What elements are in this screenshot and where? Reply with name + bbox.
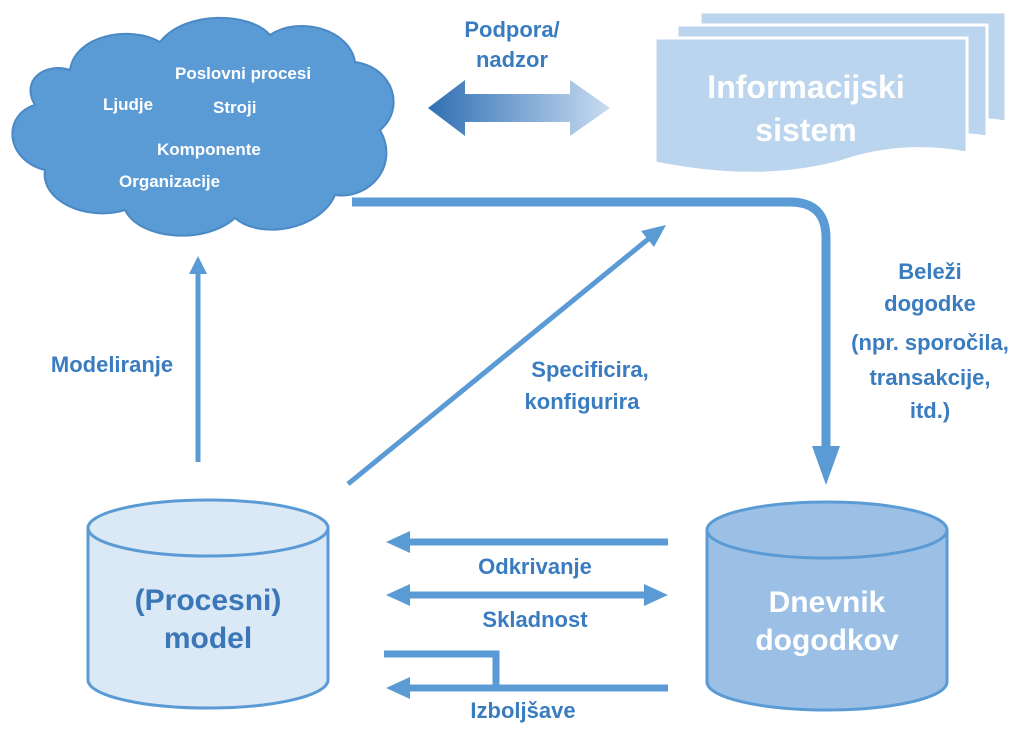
- conformance-flow: Skladnost: [386, 584, 668, 632]
- records-label-line2: dogodke: [884, 291, 976, 316]
- support-control-connector: Podpora/ nadzor: [428, 17, 610, 136]
- records-arrow-line: [352, 197, 831, 452]
- event-log-cylinder: Dnevnik dogodkov: [705, 500, 949, 712]
- records-label-line1: Beleži: [898, 259, 962, 284]
- modeling-arrow-head: [189, 256, 207, 274]
- conformance-arrow-head-right: [644, 584, 668, 606]
- enhancement-label: Izboljšave: [470, 698, 575, 723]
- double-arrow: [428, 80, 610, 136]
- conformance-arrow-head-left: [386, 584, 410, 606]
- records-label-line3: (npr. sporočila,: [851, 330, 1009, 355]
- conformance-label: Skladnost: [482, 607, 588, 632]
- real-world-cloud: Poslovni procesi Ljudje Stroji Komponent…: [11, 16, 395, 237]
- cloud-item-organizations: Organizacije: [119, 172, 220, 191]
- is-label-line1: Informacijski: [707, 69, 904, 105]
- discovery-flow: Odkrivanje: [386, 531, 668, 579]
- cloud-item-business-processes: Poslovni procesi: [175, 64, 311, 83]
- modeling-label: Modeliranje: [51, 352, 173, 377]
- records-arrow-head: [812, 446, 840, 485]
- event-log-label-line2: dogodkov: [755, 624, 899, 657]
- process-model-top: [86, 498, 330, 558]
- process-model-label-line2: model: [164, 622, 252, 655]
- event-log-body: [705, 528, 949, 712]
- cloud-item-machines: Stroji: [213, 98, 256, 117]
- event-log-top: [705, 500, 949, 560]
- specifies-label-line1: Specificira,: [531, 357, 648, 382]
- discovery-arrow-head: [386, 531, 410, 553]
- enhancement-flow: Izboljšave: [384, 650, 668, 723]
- process-model-body: [86, 526, 330, 710]
- process-model-label-line1: (Procesni): [135, 584, 282, 617]
- process-model-cylinder: (Procesni) model: [86, 498, 330, 710]
- support-label-line2: nadzor: [476, 47, 549, 72]
- cloud-shape: [11, 16, 395, 237]
- enhancement-arrow-head: [386, 677, 410, 699]
- discovery-label: Odkrivanje: [478, 554, 592, 579]
- specifies-label-line2: konfigurira: [525, 389, 641, 414]
- enhancement-bracket: [384, 650, 500, 688]
- is-label-line2: sistem: [755, 112, 856, 148]
- event-log-label-line1: Dnevnik: [769, 586, 886, 619]
- modeling-connector: Modeliranje: [51, 256, 207, 462]
- records-label-line5: itd.): [910, 398, 950, 423]
- records-label-line4: transakcije,: [869, 365, 990, 390]
- specifies-arrow-head: [641, 225, 666, 247]
- information-system: Informacijski sistem: [653, 10, 1008, 175]
- specifies-connector: Specificira, konfigurira: [346, 225, 666, 486]
- cloud-item-people: Ljudje: [103, 95, 153, 114]
- is-doc-front: [653, 36, 969, 175]
- cloud-item-components: Komponente: [157, 140, 261, 159]
- records-events-connector: Beleži dogodke (npr. sporočila, transakc…: [352, 197, 1009, 485]
- support-label-line1: Podpora/: [464, 17, 559, 42]
- specifies-arrow-line: [346, 234, 654, 486]
